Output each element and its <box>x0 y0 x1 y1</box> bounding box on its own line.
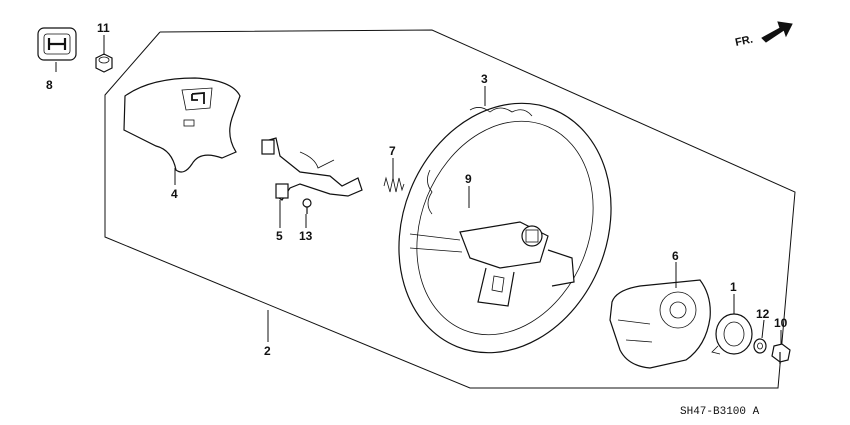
callout-2: 2 <box>264 344 271 358</box>
callout-6: 6 <box>672 249 679 263</box>
direction-arrow-icon <box>761 21 793 43</box>
callout-7: 7 <box>389 144 396 158</box>
assembly-frame <box>104 29 796 389</box>
bolt-part <box>771 343 791 364</box>
steering-wheel-part <box>398 102 612 354</box>
callout-12: 12 <box>756 307 770 321</box>
callout-3: 3 <box>481 72 488 86</box>
callout-8: 8 <box>46 78 53 92</box>
leader-lines <box>55 35 782 344</box>
callout-1: 1 <box>730 280 737 294</box>
rear-cover-part <box>609 279 711 369</box>
reference-code: SH47-B3100 A <box>680 406 760 418</box>
callout-13: 13 <box>299 229 313 243</box>
callout-11: 11 <box>97 21 110 35</box>
callout-4: 4 <box>171 187 178 201</box>
screw-13-part <box>302 198 312 214</box>
washer-part <box>753 338 767 354</box>
callout-10: 10 <box>774 316 788 330</box>
pad-cover-part <box>123 77 241 173</box>
callout-5: 5 <box>276 229 283 243</box>
direction-label: FR. <box>734 34 754 49</box>
spring-part <box>383 176 405 193</box>
callout-9: 9 <box>465 172 472 186</box>
horn-bracket-part <box>261 137 363 201</box>
nut-part <box>95 53 113 73</box>
emblem-part <box>37 27 77 61</box>
cable-reel-part <box>711 313 753 355</box>
